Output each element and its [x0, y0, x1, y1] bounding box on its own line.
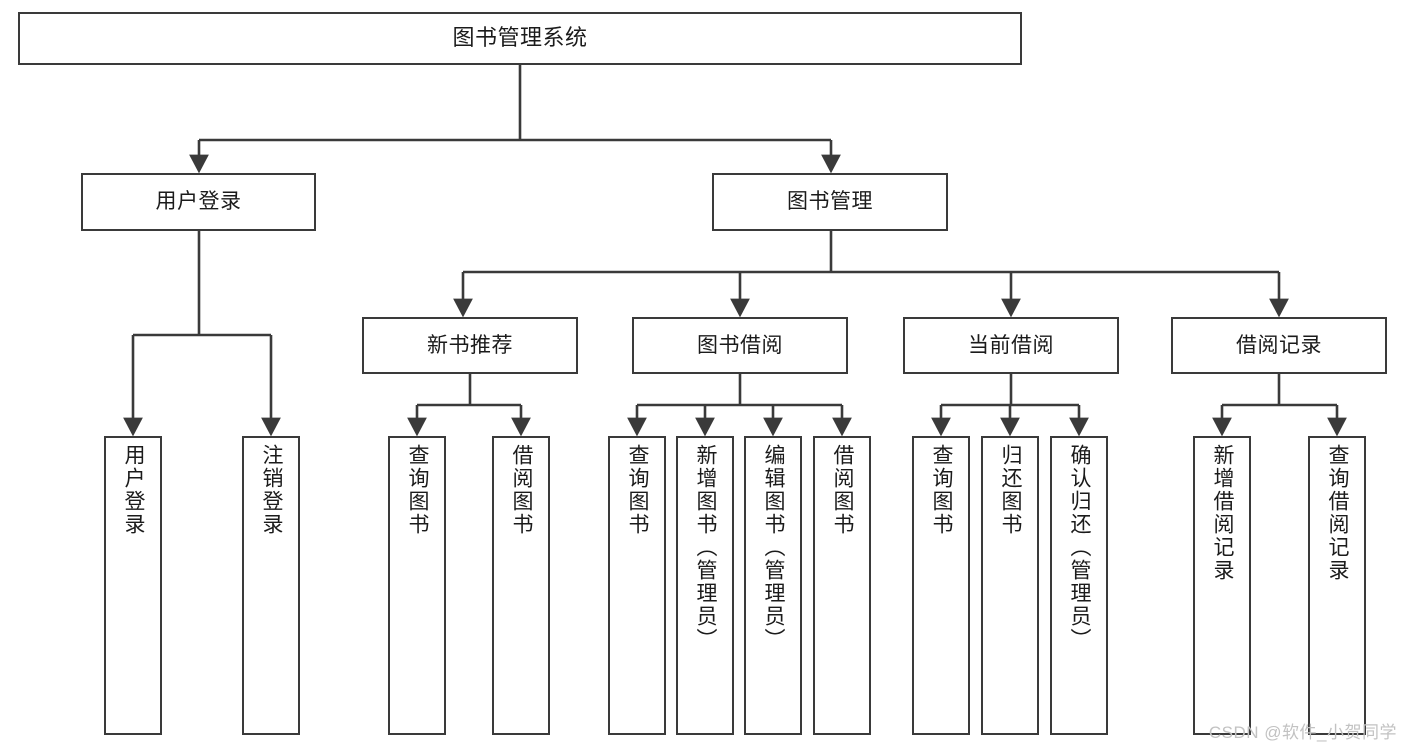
leaf-edit-book-label: 编辑图书（管理员）: [762, 444, 786, 651]
connector-userlogin-to-leaves: [123, 231, 281, 437]
node-current-borrow-label: 当前借阅: [968, 333, 1054, 357]
connector-bookborrow-to-leaves: [627, 374, 852, 437]
node-book-borrow-label: 图书借阅: [697, 333, 783, 357]
leaf-borrow-book-1[interactable]: 借阅图书: [492, 436, 550, 735]
leaf-query-book-1[interactable]: 查询图书: [388, 436, 446, 735]
node-new-book-recommend[interactable]: 新书推荐: [362, 317, 578, 374]
connector-newbook-to-leaves: [407, 374, 531, 437]
node-current-borrow[interactable]: 当前借阅: [903, 317, 1119, 374]
leaf-user-login-label: 用户登录: [122, 444, 146, 536]
leaf-user-login[interactable]: 用户登录: [104, 436, 162, 735]
leaf-borrow-book-2[interactable]: 借阅图书: [813, 436, 871, 735]
connector-currentborrow-to-leaves: [931, 374, 1089, 437]
leaf-query-record-label: 查询借阅记录: [1326, 444, 1350, 582]
leaf-query-book-1-label: 查询图书: [406, 444, 430, 536]
leaf-borrow-book-2-label: 借阅图书: [831, 444, 855, 536]
node-book-management[interactable]: 图书管理: [712, 173, 948, 231]
connector-borrowrecord-to-leaves: [1212, 374, 1347, 437]
leaf-add-book-label: 新增图书（管理员）: [694, 444, 718, 651]
node-new-book-recommend-label: 新书推荐: [427, 333, 513, 357]
node-borrow-record-label: 借阅记录: [1236, 333, 1322, 357]
leaf-add-record[interactable]: 新增借阅记录: [1193, 436, 1251, 735]
leaf-add-book[interactable]: 新增图书（管理员）: [676, 436, 734, 735]
leaf-query-book-2[interactable]: 查询图书: [608, 436, 666, 735]
leaf-query-book-3-label: 查询图书: [930, 444, 954, 536]
node-user-login-label: 用户登录: [155, 190, 242, 214]
node-borrow-record[interactable]: 借阅记录: [1171, 317, 1387, 374]
csdn-watermark: CSDN @软件_小贺同学: [1208, 723, 1397, 742]
connector-bookmgmt-to-level3: [453, 231, 1289, 318]
leaf-query-book-3[interactable]: 查询图书: [912, 436, 970, 735]
leaf-logout-login-label: 注销登录: [260, 444, 284, 536]
leaf-query-record[interactable]: 查询借阅记录: [1308, 436, 1366, 735]
leaf-query-book-2-label: 查询图书: [626, 444, 650, 536]
leaf-edit-book[interactable]: 编辑图书（管理员）: [744, 436, 802, 735]
leaf-return-book[interactable]: 归还图书: [981, 436, 1039, 735]
leaf-borrow-book-1-label: 借阅图书: [510, 444, 534, 536]
node-user-login[interactable]: 用户登录: [81, 173, 316, 231]
connector-root-to-level2: [189, 65, 841, 174]
leaf-confirm-return[interactable]: 确认归还（管理员）: [1050, 436, 1108, 735]
leaf-return-book-label: 归还图书: [999, 444, 1023, 536]
leaf-logout-login[interactable]: 注销登录: [242, 436, 300, 735]
node-book-borrow[interactable]: 图书借阅: [632, 317, 848, 374]
leaf-add-record-label: 新增借阅记录: [1211, 444, 1235, 582]
node-book-management-label: 图书管理: [787, 190, 873, 214]
leaf-confirm-return-label: 确认归还（管理员）: [1068, 444, 1092, 651]
node-root-system-label: 图书管理系统: [452, 25, 588, 51]
node-root-system[interactable]: 图书管理系统: [18, 12, 1022, 65]
